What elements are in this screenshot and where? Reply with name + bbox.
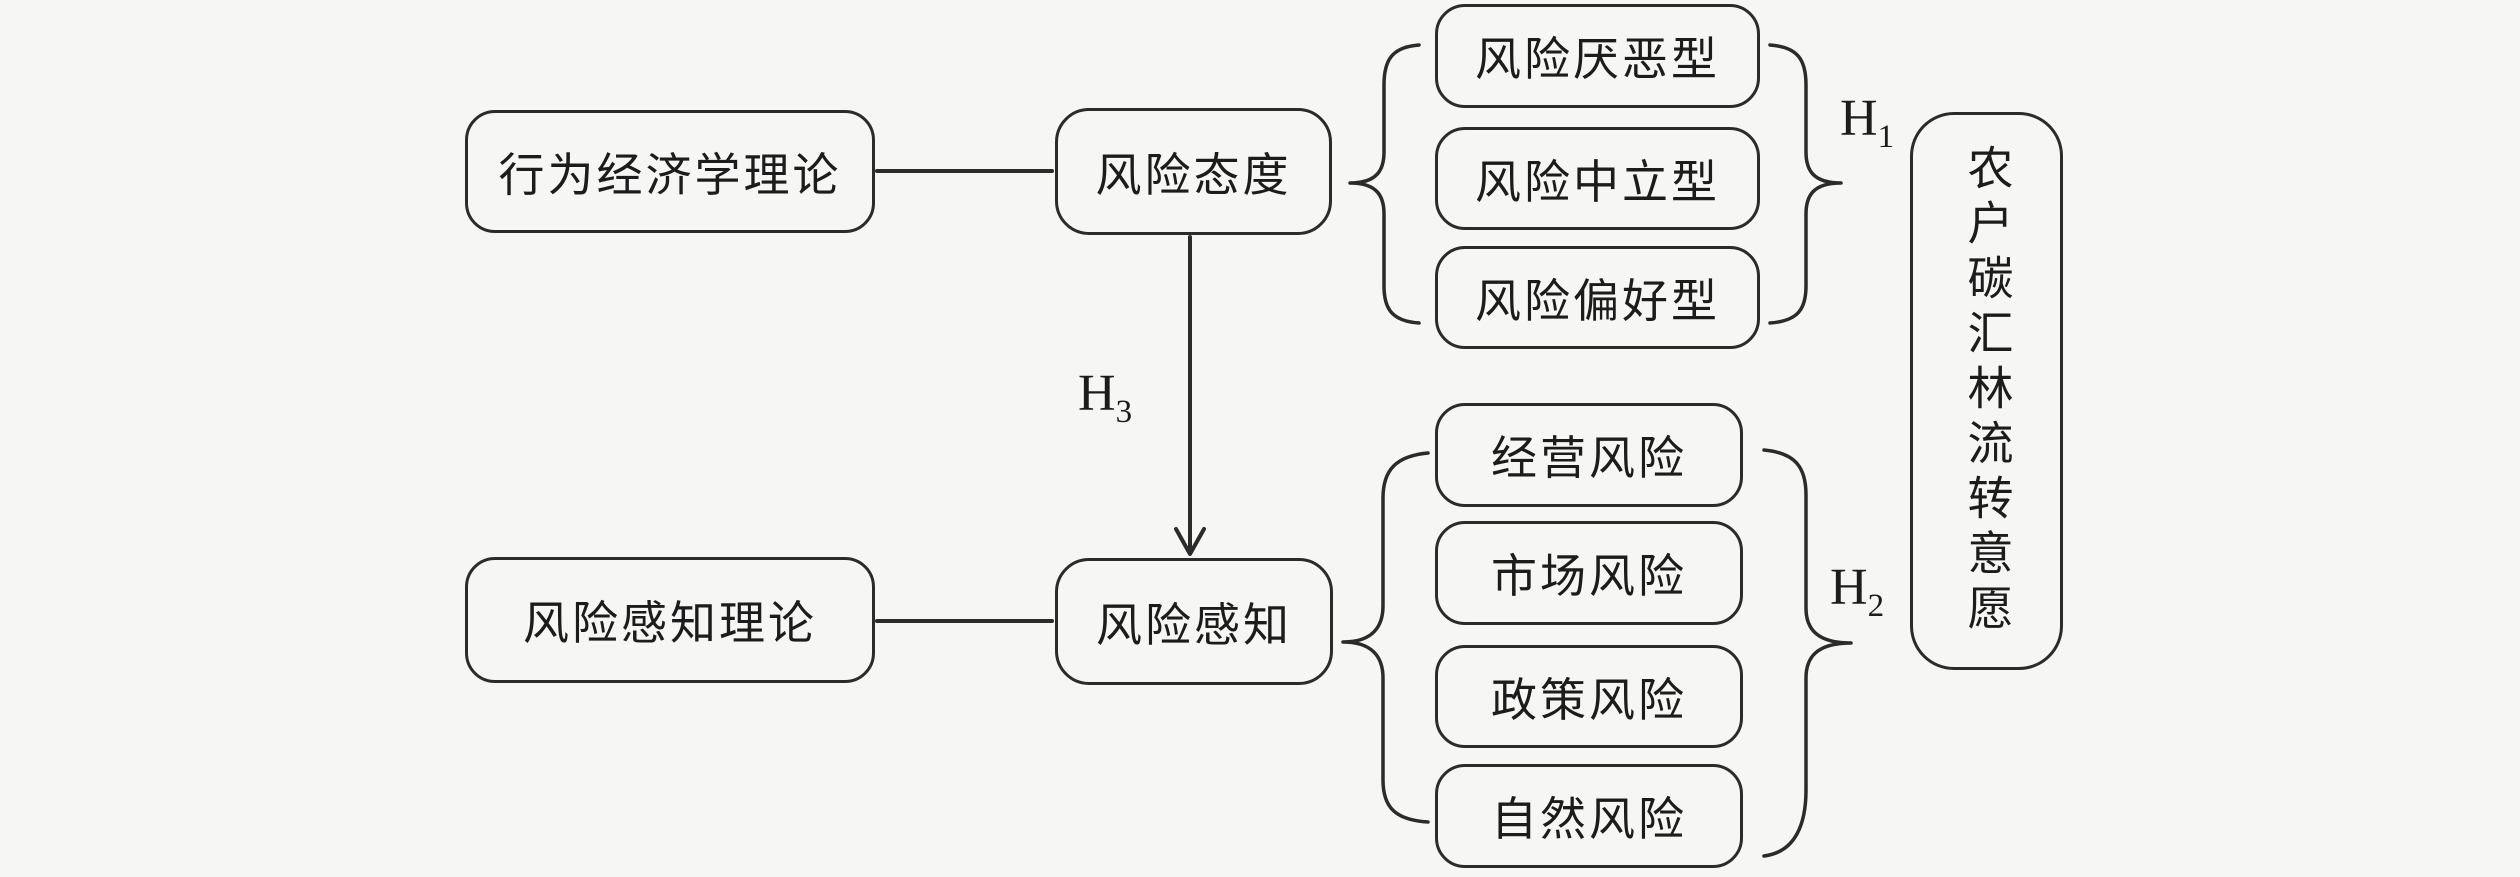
h2-subscript: 2 [1867, 588, 1885, 624]
brace-h2-close [1762, 448, 1853, 858]
node-risk-averse-type: 风险厌恶型 [1435, 4, 1760, 108]
node-market-risk: 市场风险 [1435, 521, 1743, 625]
brace-attitude-open [1348, 43, 1421, 325]
node-risk-attitude: 风险态度 [1055, 108, 1332, 235]
node-risk-preference-type: 风险偏好型 [1435, 246, 1760, 349]
node-risk-neutral-type: 风险中立型 [1435, 127, 1760, 230]
h1-subscript: 1 [1877, 119, 1895, 155]
brace-h1-close [1768, 43, 1843, 325]
h1-base: H [1840, 90, 1878, 147]
h3-arrowhead-icon [1174, 527, 1206, 556]
node-willingness-outcome: 农户碳汇林流转意愿 [1910, 112, 2063, 670]
h1-label: H1 [1840, 93, 1894, 154]
h3-arrow [1174, 235, 1206, 556]
h2-label: H2 [1830, 562, 1884, 623]
node-risk-perception-theory: 风险感知理论 [465, 557, 875, 683]
h3-subscript: 3 [1115, 394, 1133, 430]
node-risk-perception: 风险感知 [1055, 558, 1333, 685]
node-policy-risk: 政策风险 [1435, 645, 1743, 748]
node-behavioral-economics-theory: 行为经济学理论 [465, 110, 875, 233]
node-natural-risk: 自然风险 [1435, 764, 1743, 868]
h3-label: H3 [1078, 368, 1132, 429]
h2-base: H [1830, 559, 1868, 616]
node-operation-risk: 经营风险 [1435, 403, 1743, 507]
h3-base: H [1078, 365, 1116, 422]
brace-perception-open [1341, 451, 1430, 824]
